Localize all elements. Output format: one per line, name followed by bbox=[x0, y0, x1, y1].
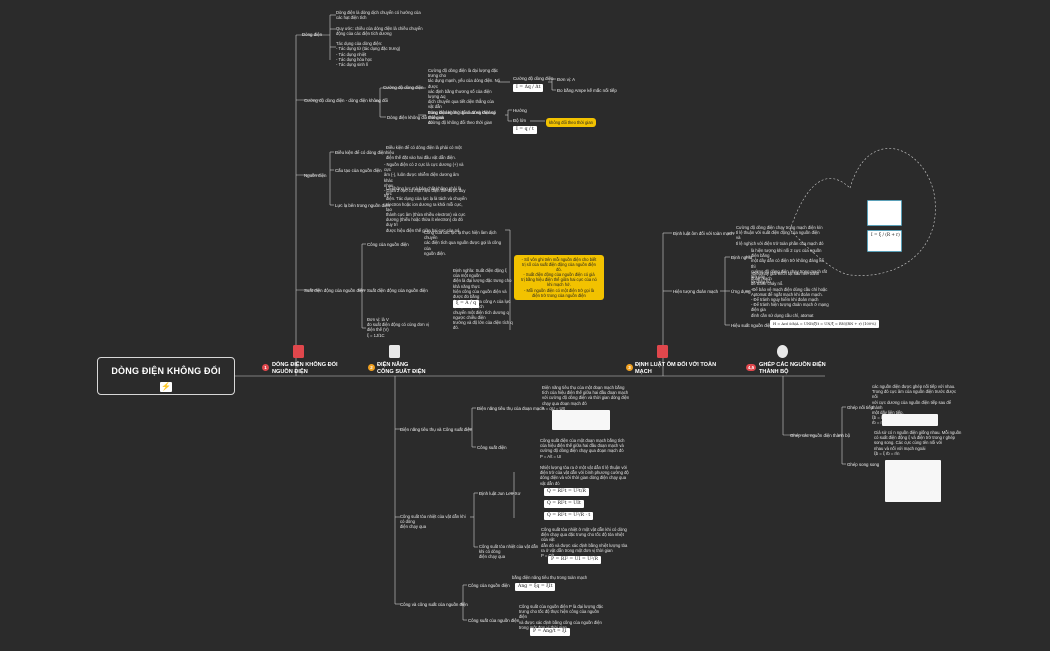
ud-note: -Điều này giải thích tại sao nên tránh đ… bbox=[751, 271, 829, 318]
cdd-formula: I = Δq / Δt bbox=[513, 84, 544, 92]
lightning-icon: ⚡ bbox=[160, 382, 172, 392]
kd-formula: I = q / t bbox=[513, 126, 537, 134]
jun-note: Nhiệt lượng tỏa ra ở một vật dẫn tỉ lệ t… bbox=[540, 465, 629, 486]
cs-nguon-note: Công suất của nguồn điện P là đại lượng … bbox=[519, 604, 604, 630]
node-cong-suat[interactable]: Công suất điện bbox=[477, 445, 507, 450]
branch-4-number: 4,5 bbox=[746, 364, 756, 371]
branch-3-number: 3 bbox=[626, 364, 633, 371]
branch-3-label[interactable]: ĐỊNH LUẬT ÔM ĐỐI VỚI TOÀN MẠCH bbox=[635, 362, 717, 375]
node-cdd-label[interactable]: Cường độ dòng điện bbox=[513, 76, 554, 81]
branch-1-label[interactable]: DÒNG ĐIỆN KHÔNG ĐỔI NGUỒN ĐIỆN bbox=[272, 362, 338, 375]
sdd-callout: - Số vôn ghi trên mỗi nguồn điện cho biế… bbox=[514, 255, 604, 300]
cstn-note: Công suất tỏa nhiệt ở một vật dẫn khi có… bbox=[541, 527, 628, 559]
sdd-formula: ξ = A / q bbox=[453, 300, 480, 308]
target-icon bbox=[777, 345, 788, 358]
root-title: DÒNG ĐIỆN KHÔNG ĐỔI bbox=[111, 366, 221, 376]
node-cuong-do-dd[interactable]: Cường độ dòng điện bbox=[383, 85, 424, 90]
node-cong-nguon[interactable]: Công của nguồn điện bbox=[367, 242, 409, 247]
cuong-do-definition: Cường độ dòng điện là đại lượng đặc trưn… bbox=[428, 68, 500, 126]
root-topic[interactable]: DÒNG ĐIỆN KHÔNG ĐỔI ⚡ bbox=[97, 357, 235, 395]
circuit-figure bbox=[867, 200, 902, 226]
book-icon bbox=[293, 345, 304, 358]
node-dien-nang[interactable]: Điện năng tiêu thụ và Công suất điện bbox=[400, 427, 473, 432]
series-figure bbox=[882, 414, 938, 426]
jun-formula-2: Q = RI²t = UIt bbox=[544, 500, 584, 508]
branch-1-number: 1 bbox=[262, 364, 269, 371]
branch-2-number: 2 bbox=[368, 364, 375, 371]
cs-note: Công suất điện của một đoạn mạch bằng tí… bbox=[540, 438, 625, 459]
node-cau-tao[interactable]: Cấu tạo của nguồn điện bbox=[335, 168, 382, 173]
node-huong[interactable]: Hướng bbox=[513, 108, 527, 113]
jun-formula-1: Q = RI²t = U²t/R bbox=[544, 488, 589, 496]
node-dong-dien[interactable]: Dòng điện bbox=[302, 32, 323, 37]
ss-note: Giả sử có n nguồn điện giống nhau. Mỗi n… bbox=[874, 430, 962, 456]
node-nguon-dien[interactable]: Nguồn điện bbox=[304, 173, 327, 178]
node-don-vi[interactable]: Đơn vị: A bbox=[557, 77, 576, 82]
node-dinh-luat[interactable]: Định luật ôm đối với toàn mạch bbox=[673, 231, 734, 236]
document-icon bbox=[389, 345, 400, 358]
cong-formula: Ang = ξq = ξIt bbox=[515, 583, 556, 591]
cau-tao-note: - Nguồn điện có 2 cực là cực dương (+) v… bbox=[384, 162, 466, 199]
cstn-formula: P = RI² = UI = U²/R bbox=[548, 556, 601, 564]
node-toa-nhiet[interactable]: Công suất tỏa nhiệt của vật dẫn khi có d… bbox=[400, 514, 466, 530]
dl-formula: I = ξ / (R + r) bbox=[867, 230, 902, 252]
node-sdd-child[interactable]: Suất điện động của nguồn điện bbox=[367, 288, 428, 293]
node-cs-nguon[interactable]: Công suất của nguồn điện bbox=[468, 618, 520, 623]
node-khong-doi[interactable]: Dòng điện không đổi bbox=[387, 115, 428, 120]
don-vi-sdd: Đơn vị: là V đo suất điện động có cùng đ… bbox=[367, 317, 429, 338]
node-cuong-do[interactable]: Cường độ dòng điện - dòng điện không đổi bbox=[304, 98, 388, 103]
node-cong-nguon-child[interactable]: Công của nguồn điện bbox=[468, 583, 510, 588]
node-noi-tiep[interactable]: Ghép nối tiếp bbox=[847, 405, 874, 410]
jun-formula-3: Q = RI²t = U²/R · t bbox=[544, 512, 594, 520]
node-ung-dung[interactable]: Ứng dụng bbox=[731, 289, 751, 294]
dong-dien-notes: Dòng điện là dòng dịch chuyển có hướng c… bbox=[336, 10, 423, 68]
khong-doi-definition: Dòng điện không đổi là dòng điện có chiề… bbox=[428, 110, 496, 126]
node-song-song[interactable]: Ghép song song bbox=[847, 462, 880, 467]
node-ghep[interactable]: Ghép các nguồn điện thành bộ bbox=[790, 433, 851, 438]
hs-formula: H = Acó ích/A = UNIt/ξIt = UN/ξ = RN/(RN… bbox=[770, 320, 879, 328]
branch-4-label[interactable]: GHÉP CÁC NGUỒN ĐIỆN THÀNH BỘ bbox=[759, 362, 826, 375]
dl-note: Cường độ dòng điện chạy trong mạch điện … bbox=[736, 225, 824, 246]
cong-nguon-note: Công của các lực lạ thực hiện làm dịch c… bbox=[424, 230, 502, 256]
node-hieu-suat[interactable]: Hiệu suất nguồn điện bbox=[731, 323, 773, 328]
node-don-vi-note[interactable]: Đo bằng Ampe kế mắc nối tiếp bbox=[557, 88, 617, 93]
node-luc-la[interactable]: Lực lạ bên trong nguồn điện bbox=[335, 203, 390, 208]
parallel-figure bbox=[885, 460, 941, 502]
node-cong-nguon-2[interactable]: Công và công suất của nguồn điện bbox=[400, 602, 468, 607]
kd-callout: không đổi theo thời gian bbox=[546, 118, 596, 128]
luc-la-note: Là những lực mà bản chất không phải là l… bbox=[386, 186, 467, 233]
dieu-kien-note: Điều kiện để có dòng điện là phải có một… bbox=[386, 145, 462, 161]
dn-note-b3: là hiện tượng khi nối 2 cực của nguồn đi… bbox=[751, 248, 827, 285]
node-do-lon[interactable]: Độ lớn bbox=[513, 118, 527, 123]
node-jun-lenxo[interactable]: Định luật Jun Len-Xơ bbox=[479, 491, 521, 496]
cong-nguon-note-2: bằng điện năng tiêu thụ trong toàn mạch bbox=[512, 575, 588, 580]
branch-2-label[interactable]: ĐIỆN NĂNG CÔNG SUẤT ĐIỆN bbox=[377, 362, 426, 375]
node-dieu-kien[interactable]: Điều kiện để có dòng điện bbox=[335, 150, 386, 155]
cs-nguon-formula: P = Ang/t = ξI bbox=[530, 628, 570, 636]
dn-circuit-figure bbox=[552, 410, 610, 430]
node-sdd[interactable]: Suất điện động của nguồn điện bbox=[304, 288, 365, 293]
node-dinh-nghia[interactable]: Định nghĩa bbox=[731, 255, 753, 260]
node-dn-tieu-thu[interactable]: Điện năng tiêu thụ của đoạn mạch bbox=[477, 406, 544, 411]
dn-note: Điện năng tiêu thụ của một đoạn mạch bằn… bbox=[542, 385, 630, 411]
node-hien-tuong[interactable]: Hiện tượng đoản mạch bbox=[673, 289, 719, 294]
calendar-icon bbox=[657, 345, 668, 358]
node-cs-toa-nhiet[interactable]: Công suất tỏa nhiệt của vật dẫn khi có d… bbox=[479, 544, 539, 560]
